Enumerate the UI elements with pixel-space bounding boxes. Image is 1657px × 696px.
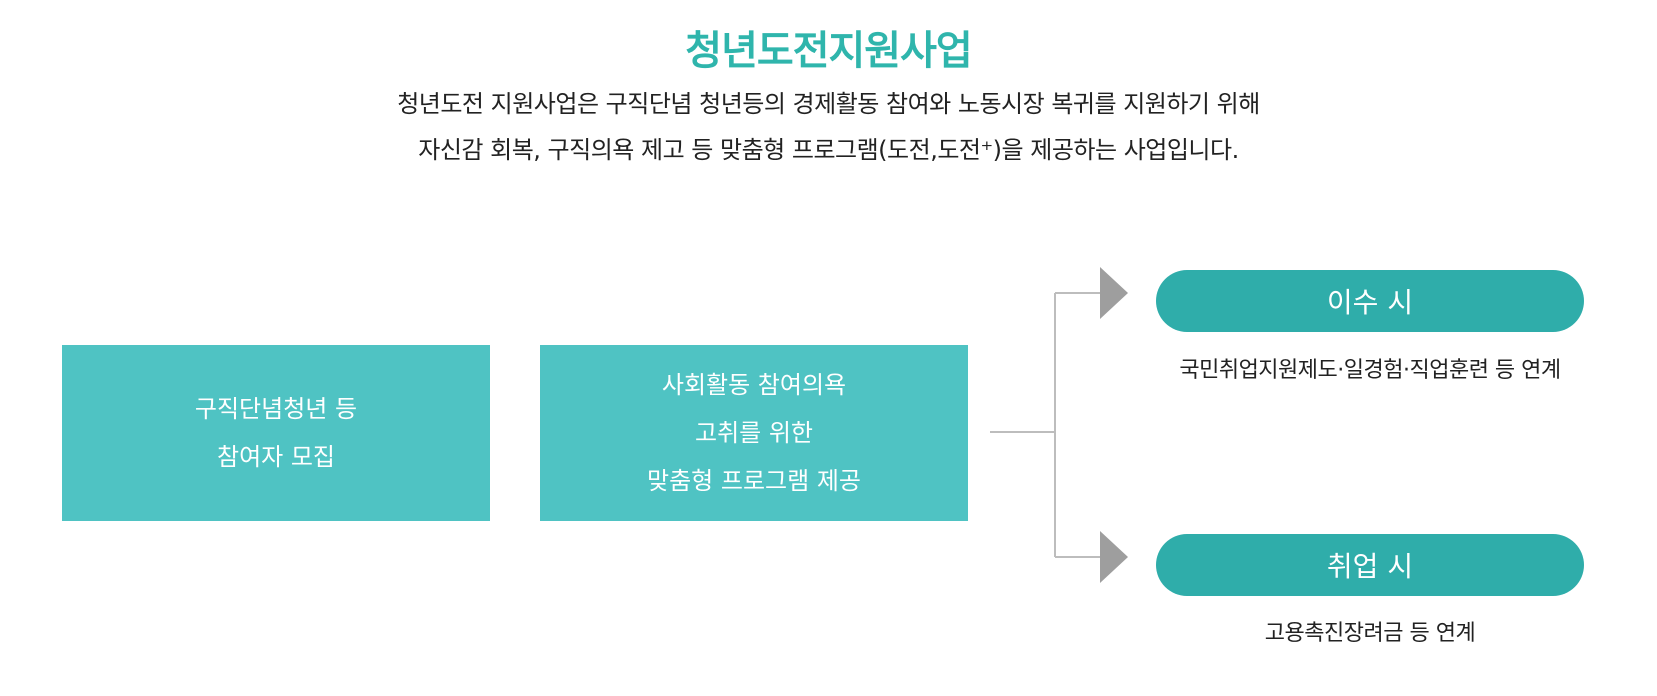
outcome-employment-pill: 취업 시 xyxy=(1156,534,1584,596)
step-recruit-line-1: 구직단념청년 등 xyxy=(194,395,358,423)
step-program-line-3: 맞춤형 프로그램 제공 xyxy=(647,467,861,495)
branch-connector xyxy=(990,267,1128,583)
page-title: 청년도전지원사업 xyxy=(685,28,972,74)
step-recruit-box: 구직단념청년 등 참여자 모집 xyxy=(62,345,490,521)
outcome-completion-pill: 이수 시 xyxy=(1156,270,1584,332)
lower-arrow-icon xyxy=(1100,531,1128,583)
description-line-1: 청년도전 지원사업은 구직단념 청년등의 경제활동 참여와 노동시장 복귀를 지… xyxy=(397,90,1260,118)
step-program-line-1: 사회활동 참여의욕 xyxy=(661,371,847,399)
step-program-box: 사회활동 참여의욕 고취를 위한 맞춤형 프로그램 제공 xyxy=(540,345,968,521)
upper-arrow-icon xyxy=(1100,267,1128,319)
step-program-line-2: 고취를 위한 xyxy=(694,419,814,447)
outcome-completion-note: 국민취업지원제도·일경험·직업훈련 등 연계 xyxy=(1179,358,1561,383)
outcome-employment-note: 고용촉진장려금 등 연계 xyxy=(1264,621,1476,646)
description-line-2: 자신감 회복, 구직의욕 제고 등 맞춤형 프로그램(도전,도전⁺)을 제공하는… xyxy=(418,136,1239,164)
step-recruit-line-2: 참여자 모집 xyxy=(216,443,336,471)
